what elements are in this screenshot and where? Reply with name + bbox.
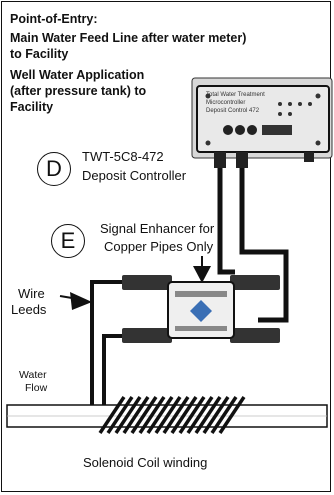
water-flow-label-2: Flow	[25, 382, 48, 394]
controller-model: TWT-5C8-472	[82, 149, 164, 164]
clamp-top-left	[122, 275, 172, 290]
arrow-enhancer-head	[193, 266, 211, 283]
wire-lead-inner	[102, 334, 122, 415]
device-model: Deposit Control 472	[206, 108, 260, 114]
device-connector-left	[214, 152, 226, 168]
controller-name: Deposit Controller	[82, 168, 187, 183]
device-body	[196, 85, 330, 153]
controller-cables	[217, 168, 289, 323]
enhancer-line-1: Signal Enhancer for	[100, 221, 215, 236]
arrows	[59, 256, 211, 310]
controller-letter-badge: D	[37, 152, 71, 186]
clamp-bottom-left	[122, 328, 172, 343]
cable-left	[217, 168, 235, 275]
device-indicator-lights	[278, 102, 312, 116]
well-line-2: (after pressure tank) to	[10, 84, 147, 98]
clamp-top-right	[230, 275, 280, 290]
well-line-3: Facility	[10, 100, 54, 114]
enhancer-letter-badge: E	[51, 224, 85, 258]
clamp-bottom-right	[230, 328, 280, 343]
wire-lead-outer	[90, 280, 122, 415]
enhancer-diamond-logo	[190, 300, 212, 322]
wire-leeds	[90, 280, 122, 415]
device-connector-right	[236, 152, 248, 168]
arrow-wire-leeds-head	[70, 292, 92, 310]
well-line-1: Well Water Application	[10, 68, 145, 82]
wire-label-2: Leeds	[11, 302, 47, 317]
heading-line-2: to Facility	[10, 47, 69, 61]
solenoid-coil-winding	[98, 396, 246, 434]
controller-device	[191, 77, 333, 168]
solenoid-coil-label: Solenoid Coil winding	[83, 455, 208, 470]
signal-enhancer-device	[122, 275, 280, 343]
water-flow-label-1: Water	[19, 369, 47, 381]
heading-title: Point-of-Entry:	[10, 12, 98, 26]
enhancer-line-2: Copper Pipes Only	[104, 239, 214, 254]
cable-right	[239, 168, 289, 323]
wire-label-1: Wire	[18, 286, 45, 301]
device-subtitle: Microcontroller	[206, 100, 246, 106]
device-buttons	[223, 125, 292, 135]
heading-line-1: Main Water Feed Line after water meter)	[10, 31, 247, 45]
device-title: Total Water Treatment	[206, 92, 265, 98]
